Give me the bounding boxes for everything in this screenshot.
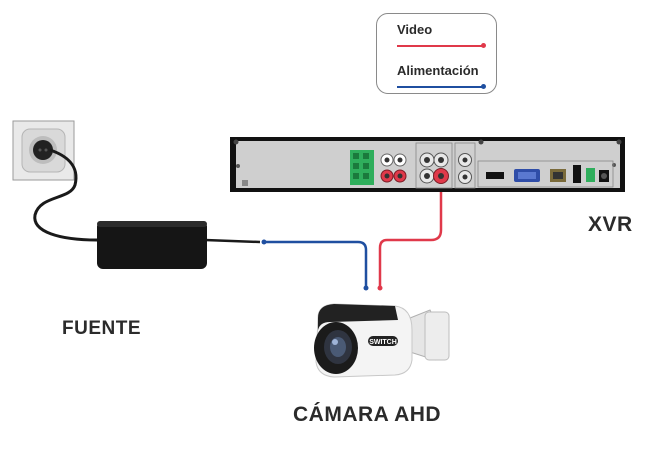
power-line (264, 240, 368, 288)
camera-label: CÁMARA AHD (293, 403, 442, 426)
power-adapter-icon (97, 221, 267, 269)
video-line (378, 180, 443, 288)
dc-cable (204, 238, 261, 244)
legend-video-line (397, 45, 482, 47)
wall-outlet-icon (12, 120, 75, 181)
legend-power-line (397, 86, 482, 88)
video-line-end-dot (377, 285, 383, 291)
legend: Video Alimentación (376, 13, 497, 94)
mains-cable (33, 148, 98, 242)
legend-video-dot (481, 43, 486, 48)
legend-power-dot (481, 84, 486, 89)
bullet-camera-icon: SWITCH (314, 303, 450, 378)
xvr-label: XVR (588, 213, 633, 236)
camera-brand-logo: SWITCH (369, 339, 397, 346)
xvr-recorder-icon (230, 137, 625, 192)
power-supply-label: FUENTE (62, 318, 141, 339)
legend-power-label: Alimentación (397, 63, 479, 78)
legend-video-label: Video (397, 22, 433, 37)
power-line-end-dot (363, 285, 369, 291)
